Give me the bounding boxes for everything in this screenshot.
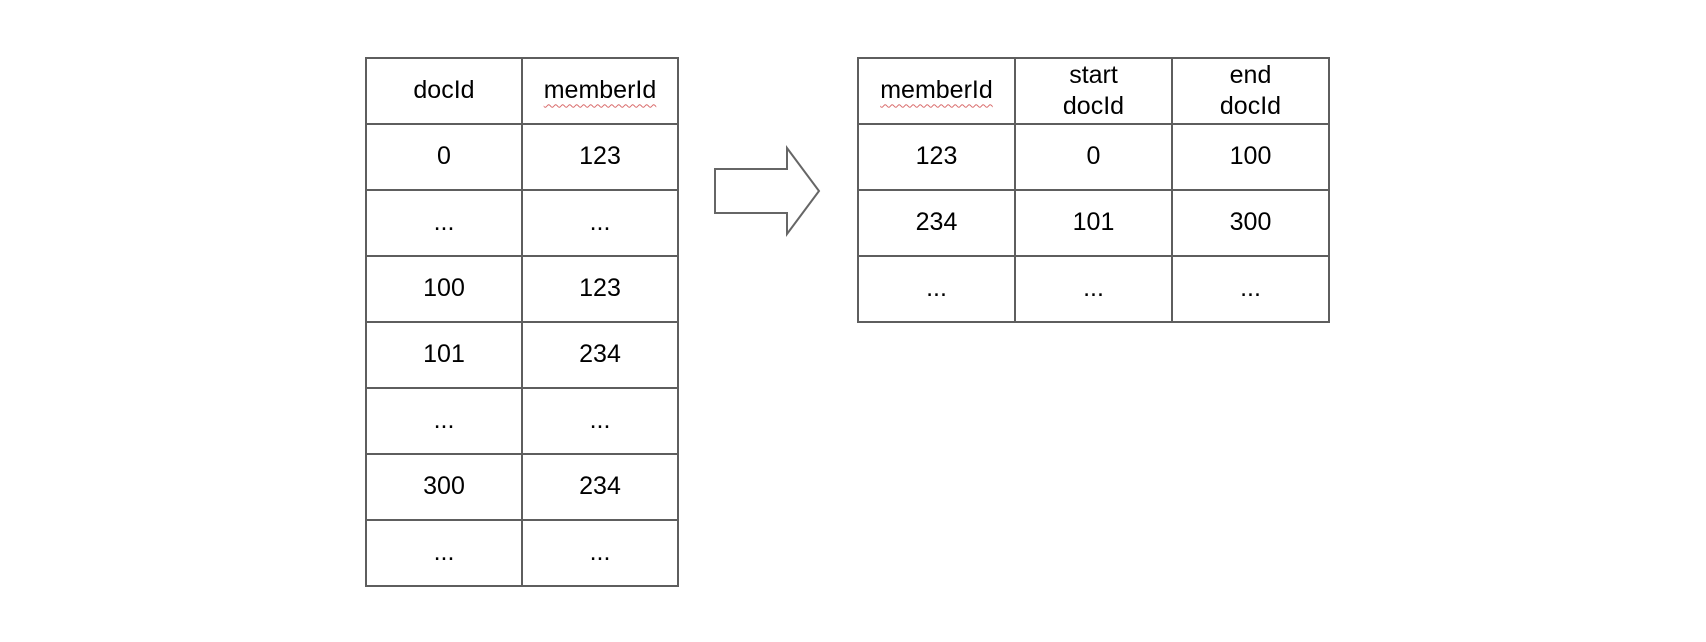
table-cell: ... bbox=[365, 189, 523, 257]
right-block-arrow-icon bbox=[714, 144, 821, 238]
column-header-end-docid: end docId bbox=[1171, 57, 1330, 125]
table-cell: ... bbox=[365, 519, 523, 587]
column-header-start-docid: start docId bbox=[1014, 57, 1173, 125]
table-cell: ... bbox=[365, 387, 523, 455]
table-cell: 234 bbox=[857, 189, 1016, 257]
header-row: docId memberId bbox=[365, 57, 679, 125]
table-row: ...... bbox=[365, 387, 679, 455]
column-header-label: end docId bbox=[1219, 60, 1282, 120]
column-header-memberid: memberId bbox=[857, 57, 1016, 125]
table-cell: ... bbox=[1171, 255, 1330, 323]
table-cell: ... bbox=[857, 255, 1016, 323]
header-row: memberId start docId end docId bbox=[857, 57, 1330, 125]
column-header-memberid: memberId bbox=[521, 57, 679, 125]
table-cell: 234 bbox=[521, 453, 679, 521]
column-header-label: memberId bbox=[543, 76, 657, 105]
transform-arrow bbox=[713, 144, 823, 238]
table-cell: 123 bbox=[521, 123, 679, 191]
member-range-table-header: memberId start docId end docId bbox=[857, 57, 1330, 125]
column-header-docid: docId bbox=[365, 57, 523, 125]
table-cell: 123 bbox=[857, 123, 1016, 191]
column-header-label: docId bbox=[413, 76, 475, 105]
posting-list-table-header: docId memberId bbox=[365, 57, 679, 125]
table-cell: ... bbox=[521, 387, 679, 455]
table-cell: 101 bbox=[1014, 189, 1173, 257]
column-header-label: memberId bbox=[880, 76, 993, 105]
table-cell: 0 bbox=[1014, 123, 1173, 191]
table-cell: 100 bbox=[365, 255, 523, 323]
table-cell: 234 bbox=[521, 321, 679, 389]
table-cell: 0 bbox=[365, 123, 523, 191]
column-header-label: start docId bbox=[1062, 60, 1125, 120]
table-cell: 123 bbox=[521, 255, 679, 323]
table-row: ...... bbox=[365, 519, 679, 587]
table-cell: ... bbox=[521, 519, 679, 587]
table-row: ......... bbox=[857, 255, 1330, 323]
table-cell: ... bbox=[521, 189, 679, 257]
table-cell: 100 bbox=[1171, 123, 1330, 191]
table-cell: 300 bbox=[365, 453, 523, 521]
table-cell: 300 bbox=[1171, 189, 1330, 257]
table-row: ...... bbox=[365, 189, 679, 257]
table-cell: ... bbox=[1014, 255, 1173, 323]
table-cell: 101 bbox=[365, 321, 523, 389]
